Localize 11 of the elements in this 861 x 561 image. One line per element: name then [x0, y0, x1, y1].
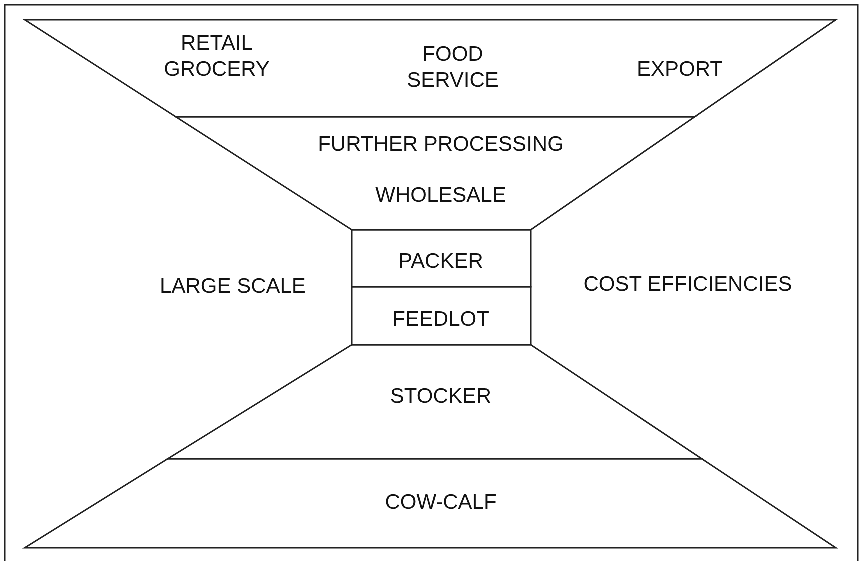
stage-label: RETAIL GROCERY — [163, 31, 271, 83]
stage-label: PACKER — [398, 249, 484, 275]
stage-label: STOCKER — [389, 384, 493, 410]
stage-label: FOOD SERVICE — [406, 42, 500, 94]
stage-label: WHOLESALE — [374, 183, 508, 209]
side-label: COST EFFICIENCIES — [582, 272, 794, 298]
stage-label: EXPORT — [636, 57, 724, 83]
stage-label: FURTHER PROCESSING — [317, 132, 565, 158]
stage-label: FEEDLOT — [392, 307, 490, 333]
side-label: LARGE SCALE — [159, 274, 307, 300]
stage-label: COW-CALF — [384, 490, 498, 516]
